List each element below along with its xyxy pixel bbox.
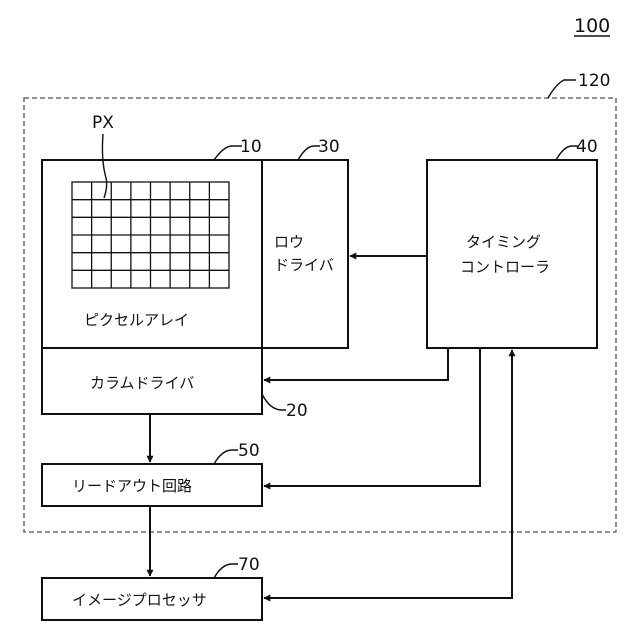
row-driver-label-line1: ロウ bbox=[274, 233, 304, 251]
row-driver-label-line2: ドライバ bbox=[274, 256, 334, 274]
timing-controller-label-line2: コントローラ bbox=[460, 258, 550, 276]
container-leader bbox=[548, 80, 576, 98]
image-processor-leader bbox=[214, 564, 238, 578]
arrow-processor-timing bbox=[264, 350, 512, 598]
row-driver-ref: 30 bbox=[318, 137, 340, 157]
container-ref: 120 bbox=[578, 71, 610, 91]
image-processor-ref: 70 bbox=[238, 555, 260, 575]
pixel-array-ref: 10 bbox=[240, 137, 262, 157]
timing-controller-leader bbox=[556, 146, 578, 160]
pixel-array-leader bbox=[214, 146, 242, 160]
readout-circuit-ref: 50 bbox=[238, 441, 260, 461]
column-driver-label: カラムドライバ bbox=[90, 374, 194, 392]
arrow-timing-to-column-driver bbox=[264, 348, 448, 380]
timing-controller-label-line1: タイミング bbox=[466, 233, 541, 251]
image-processor-label: イメージプロセッサ bbox=[72, 591, 207, 609]
pixel-label: PX bbox=[92, 113, 114, 133]
column-driver-leader bbox=[262, 394, 286, 410]
readout-circuit-leader bbox=[214, 450, 238, 464]
row-driver-leader bbox=[298, 146, 320, 160]
figure-number: 100 bbox=[574, 15, 610, 37]
row-driver-block bbox=[262, 160, 348, 348]
readout-circuit-label: リードアウト回路 bbox=[72, 477, 192, 495]
pixel-array-label: ピクセルアレイ bbox=[84, 311, 189, 329]
timing-controller-block bbox=[427, 160, 597, 348]
column-driver-ref: 20 bbox=[286, 401, 308, 421]
timing-controller-ref: 40 bbox=[576, 137, 598, 157]
